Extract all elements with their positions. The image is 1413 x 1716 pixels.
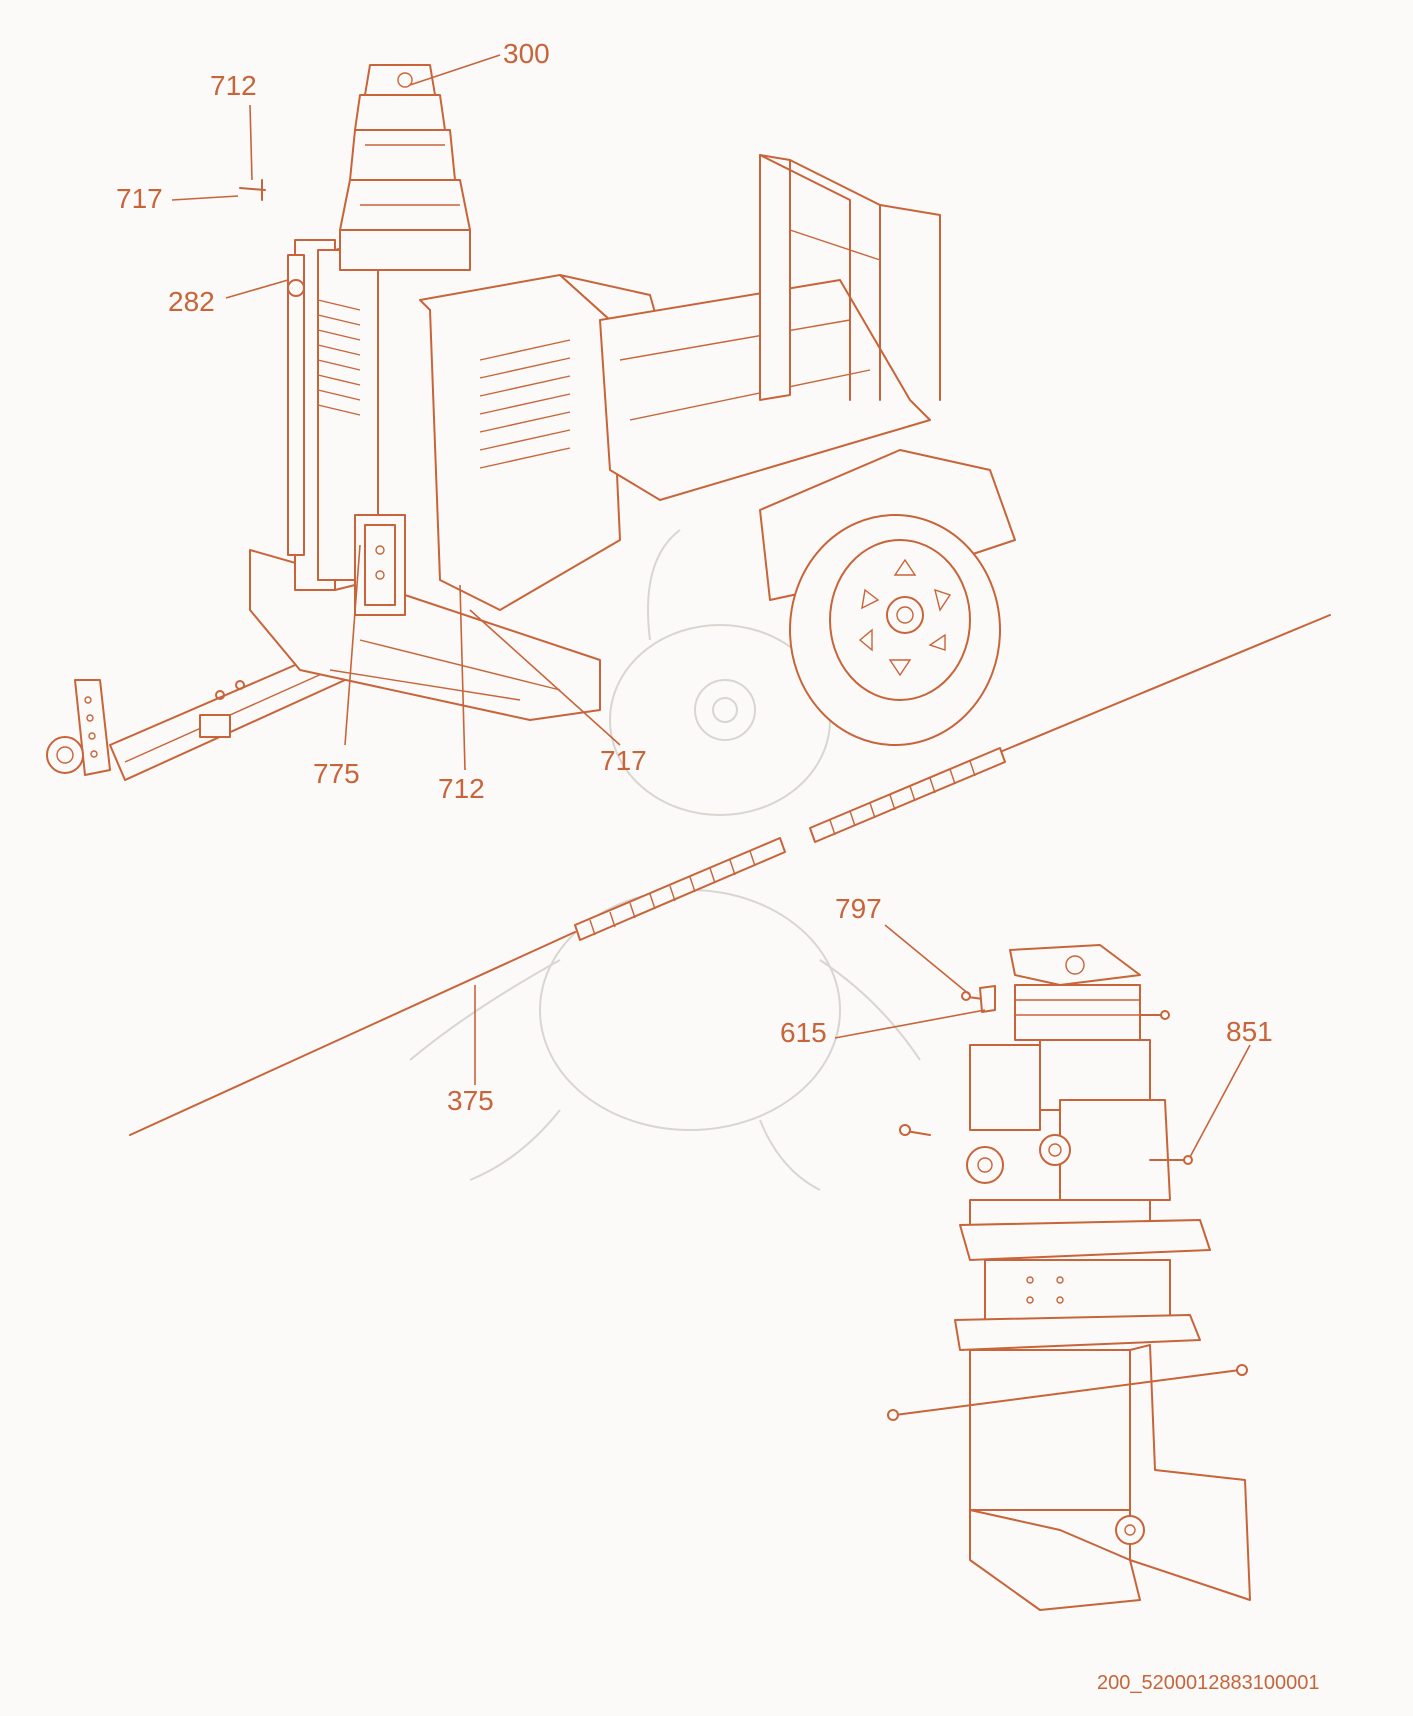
callout-797: 797 bbox=[835, 893, 882, 924]
leader-775 bbox=[344, 544, 361, 746]
wheel-rim-slots bbox=[858, 558, 952, 677]
mast-head-assembly bbox=[887, 944, 1251, 1611]
leader-712-bottom bbox=[459, 584, 466, 771]
left-vent-louvres bbox=[317, 299, 361, 416]
cable-springs bbox=[574, 747, 1006, 941]
leader-lines bbox=[171, 54, 1251, 1158]
callout-717-bottom: 717 bbox=[600, 745, 647, 776]
callout-282: 282 bbox=[168, 286, 215, 317]
leader-717-bottom bbox=[469, 609, 621, 746]
callout-712-bottom: 712 bbox=[438, 773, 485, 804]
callout-615: 615 bbox=[780, 1017, 827, 1048]
callout-775: 775 bbox=[313, 758, 360, 789]
right-vent-louvres bbox=[479, 339, 571, 469]
callout-717-top: 717 bbox=[116, 183, 163, 214]
cable-375 bbox=[129, 614, 1331, 1136]
callout-851: 851 bbox=[1226, 1016, 1273, 1047]
callout-300: 300 bbox=[503, 38, 550, 69]
callout-712-top: 712 bbox=[210, 70, 257, 101]
leader-717-top bbox=[171, 195, 239, 201]
leader-282 bbox=[225, 279, 289, 299]
leader-615 bbox=[834, 1009, 986, 1039]
document-id: 200_5200012883100001 bbox=[1097, 1672, 1320, 1694]
leader-851 bbox=[1189, 1044, 1251, 1158]
leader-300 bbox=[409, 54, 501, 86]
leader-712-top bbox=[249, 104, 253, 181]
leader-797 bbox=[884, 924, 971, 996]
body-holes bbox=[1026, 1276, 1064, 1304]
callout-375: 375 bbox=[447, 1085, 494, 1116]
coupler-holes bbox=[84, 696, 98, 758]
trailer-assembly bbox=[46, 64, 1016, 781]
